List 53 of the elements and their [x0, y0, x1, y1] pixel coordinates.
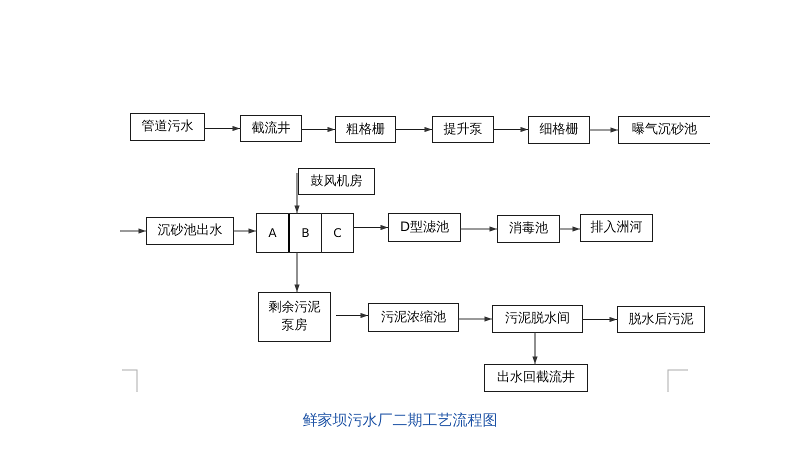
process-box [484, 364, 588, 392]
arrow [583, 316, 617, 322]
arrow [336, 312, 368, 318]
process-box [256, 213, 354, 253]
arrow [461, 226, 497, 232]
process-box [618, 116, 710, 144]
box-label: 提升泵 [442, 120, 484, 138]
process-box [335, 116, 396, 143]
box-label: 粗格栅 [345, 120, 386, 138]
arrow [396, 126, 432, 132]
process-box [497, 215, 560, 243]
section-label: C [321, 214, 353, 252]
arrow [590, 127, 618, 133]
process-box [388, 213, 461, 242]
arrow [354, 224, 388, 230]
arrow [294, 173, 300, 213]
box-label: 曝气沉砂池 [631, 121, 698, 139]
arrow [302, 126, 335, 132]
arrow [234, 228, 256, 234]
process-box [528, 116, 590, 144]
box-label: 沉砂池出水 [156, 222, 224, 240]
arrow [494, 126, 528, 132]
box-label: 细格栅 [538, 121, 580, 139]
box-label: 剩余污泥泵房 [268, 299, 322, 335]
arrow [205, 126, 240, 132]
box-label: 截流井 [250, 120, 292, 138]
process-box [298, 168, 375, 195]
box-label: 污泥脱水间 [504, 310, 571, 328]
process-box [146, 217, 234, 245]
section-label: A [267, 224, 278, 242]
box-label: 管道污水 [140, 118, 194, 136]
arrow [532, 333, 538, 364]
process-box [617, 306, 705, 333]
box-label: 污泥浓缩池 [380, 308, 447, 326]
arrow [120, 228, 146, 234]
process-box [432, 116, 494, 143]
box-label: 排入洲河 [590, 219, 644, 237]
caption: 鲜家坝污水厂二期工艺流程图 [302, 411, 498, 429]
section-label: B [288, 214, 321, 252]
box-label: 脱水后污泥 [628, 310, 694, 328]
box-label: 鼓风机房 [310, 172, 364, 190]
box-label: D型滤池 [398, 218, 450, 236]
process-box [492, 305, 583, 333]
box-label: 出水回截流井 [496, 369, 576, 387]
process-box [580, 214, 653, 242]
process-box [368, 303, 459, 332]
process-box [258, 292, 331, 342]
box-label: 消毒池 [508, 220, 549, 238]
arrow [560, 226, 580, 232]
process-box [130, 113, 205, 141]
arrow [294, 253, 300, 292]
arrow [459, 316, 492, 322]
process-box [240, 115, 302, 142]
